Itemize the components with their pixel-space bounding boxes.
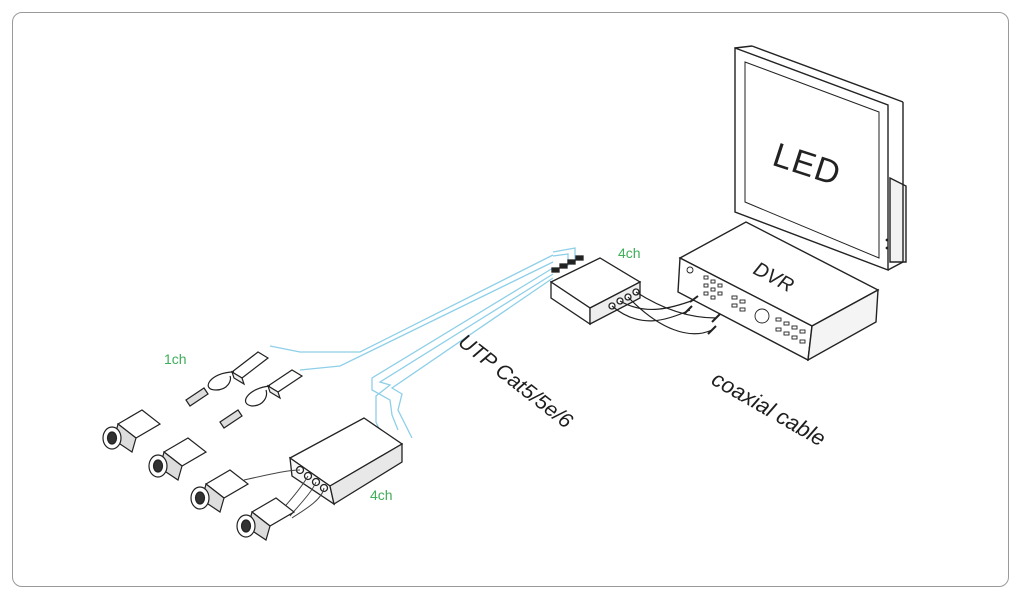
coaxial-cable-set — [611, 291, 721, 335]
diagram-frame — [12, 12, 1009, 587]
cctv-camera-icon — [236, 497, 296, 541]
receiver-channel-label: 4ch — [618, 245, 641, 261]
cctv-camera-icon — [102, 409, 162, 453]
cctv-camera-icon — [148, 437, 208, 481]
passive-balun-icon — [219, 369, 304, 429]
single-channel-label: 1ch — [164, 351, 187, 367]
dvr-recorder-icon — [677, 221, 880, 362]
led-monitor-icon — [734, 45, 907, 272]
utp-cable-bundle — [269, 247, 576, 441]
cctv-camera-icon — [190, 469, 250, 513]
video-balun-hub-icon — [549, 255, 642, 326]
passive-balun-icon — [185, 351, 270, 407]
transmitter-channel-label: 4ch — [370, 487, 393, 503]
